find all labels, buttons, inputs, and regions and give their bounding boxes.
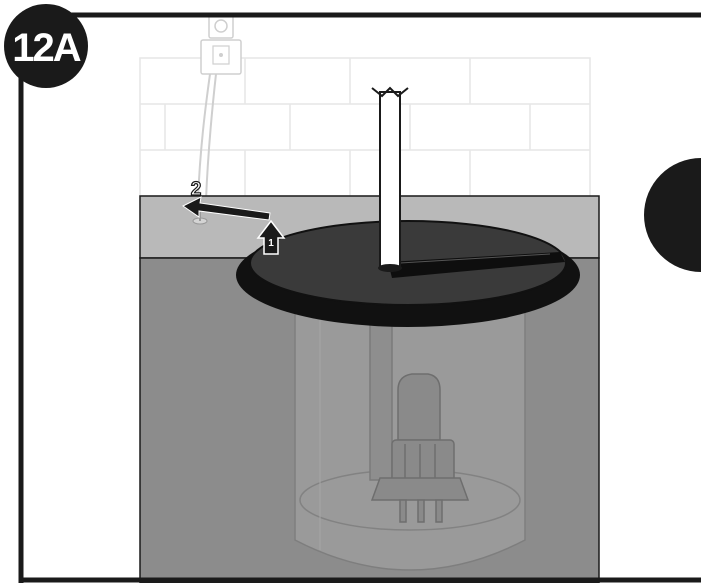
step-badge: 12A [4, 4, 88, 88]
discharge-pipe [371, 86, 409, 272]
arrow-up-icon: 1 [256, 219, 286, 255]
frame [18, 12, 701, 583]
power-outlet-icon [200, 13, 242, 75]
plug-icon [192, 212, 208, 225]
step-label: 12A [12, 26, 80, 70]
power-cord [205, 73, 217, 201]
lid-slot [388, 252, 565, 278]
arrow-1-label: 1 [268, 238, 274, 249]
arrow-left-icon: 2 [182, 178, 271, 221]
sump-pump-icon [370, 373, 470, 523]
lid-slot-highlight [399, 253, 551, 264]
discharge-pipe-lower [369, 299, 393, 481]
next-step-circle [644, 158, 701, 272]
arrow-2-label: 2 [191, 179, 202, 200]
